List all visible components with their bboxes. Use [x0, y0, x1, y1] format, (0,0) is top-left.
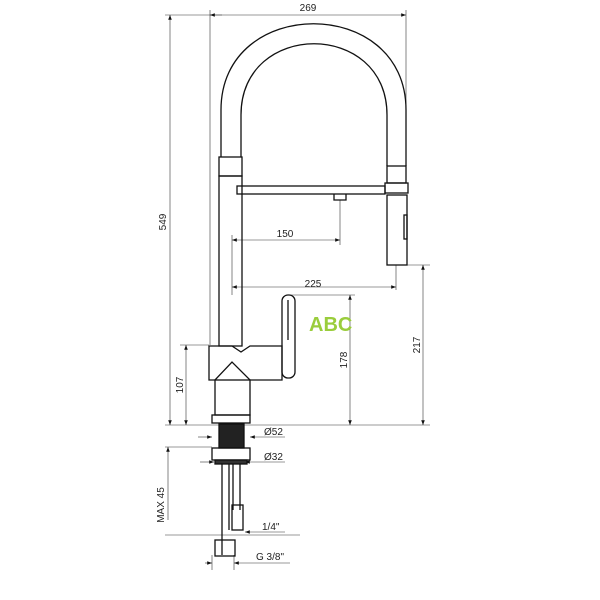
column	[218, 175, 243, 347]
spout-arch-outer	[220, 23, 407, 166]
spout-arm	[236, 185, 386, 195]
dim-quarter-inch: 1/4"	[262, 522, 280, 533]
dim-max45: MAX 45	[156, 487, 167, 523]
dim-d52: Ø52	[264, 427, 283, 438]
threaded-shank	[218, 423, 245, 449]
spray-button	[403, 214, 408, 240]
dim-g38: G 3/8"	[256, 552, 284, 563]
dimension-labels: 269 549 150 225 178 217 107 Ø52 Ø32 MAX …	[156, 3, 423, 563]
dim-178: 178	[339, 351, 350, 368]
watermark-logo: ABC	[309, 314, 352, 336]
hose-fitting	[231, 504, 244, 531]
mounting-nut	[211, 447, 251, 461]
faucet-outline	[208, 23, 409, 557]
base-ring	[211, 414, 251, 424]
nozzle	[333, 194, 347, 201]
dim-150: 150	[277, 229, 294, 240]
dim-107: 107	[175, 376, 186, 393]
dim-269: 269	[300, 3, 317, 14]
dim-d32: Ø32	[264, 452, 283, 463]
connection-nut	[214, 539, 236, 557]
body	[208, 345, 283, 381]
dim-225: 225	[305, 279, 322, 290]
lever-handle	[281, 294, 296, 379]
spray-ring	[384, 182, 409, 194]
dim-549: 549	[158, 213, 169, 230]
spout-collar	[218, 156, 243, 177]
spray-collar	[386, 165, 407, 184]
washer	[214, 459, 248, 465]
spout-arch-inner	[240, 43, 388, 166]
dim-217: 217	[412, 336, 423, 353]
extension-lines	[165, 10, 430, 570]
dimension-lines	[166, 13, 425, 565]
lower-body	[214, 379, 251, 416]
